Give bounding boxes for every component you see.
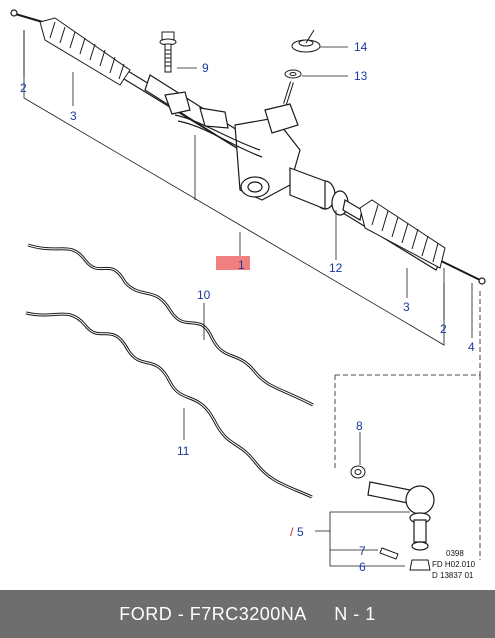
footer-position: N - 1 xyxy=(334,603,376,624)
callout-3-right[interactable]: 3 xyxy=(403,300,410,314)
footer-brand: FORD xyxy=(119,603,173,624)
steering-rack xyxy=(10,9,486,285)
ref-line-1: 0398 xyxy=(446,549,464,558)
callout-9[interactable]: 9 xyxy=(202,61,209,75)
callout-10[interactable]: 10 xyxy=(197,288,211,302)
footer-part-number: F7RC3200NA xyxy=(189,603,307,624)
callout-2-right[interactable]: 2 xyxy=(440,322,447,336)
pipe-10 xyxy=(27,243,314,407)
dashed-group-outline xyxy=(334,290,481,560)
pipe-11 xyxy=(25,311,313,499)
callout-8[interactable]: 8 xyxy=(356,419,363,433)
ref-line-2: FD H02.010 xyxy=(432,560,476,569)
callout-13[interactable]: 13 xyxy=(354,69,368,83)
callout-14[interactable]: 14 xyxy=(354,40,368,54)
right-boot xyxy=(359,199,446,269)
callout-7[interactable]: 7 xyxy=(359,544,366,558)
callout-2-left[interactable]: 2 xyxy=(20,81,27,95)
parts-diagram: 1 2 3 9 14 13 12 3 2 4 10 11 8 / 5 7 6 0… xyxy=(10,9,486,580)
callout-11[interactable]: 11 xyxy=(177,444,190,458)
callout-5[interactable]: 5 xyxy=(297,525,304,539)
callout-6[interactable]: 6 xyxy=(359,560,366,574)
left-boot xyxy=(39,17,131,86)
callout-4[interactable]: 4 xyxy=(468,340,475,354)
seal-13 xyxy=(284,69,302,79)
bolt-9 xyxy=(159,31,177,73)
callout-12[interactable]: 12 xyxy=(329,261,343,275)
tie-rod-end xyxy=(367,481,435,551)
cap-14 xyxy=(291,29,321,53)
callout-3-left[interactable]: 3 xyxy=(70,109,77,123)
callout-1[interactable]: 1 xyxy=(238,258,245,272)
footer-separator: - xyxy=(172,603,190,624)
leader-lines xyxy=(23,30,473,567)
footer-bar: FORD - F7RC3200NA N - 1 xyxy=(0,590,495,638)
nut-6 xyxy=(409,559,431,571)
ref-line-3: D 13837 01 xyxy=(432,571,474,580)
highlight-marker xyxy=(216,256,250,270)
locknut-8 xyxy=(350,465,366,479)
cotter-pin-7 xyxy=(379,547,399,560)
footer-gap xyxy=(307,604,335,625)
callout-5-marker: / xyxy=(290,525,294,539)
